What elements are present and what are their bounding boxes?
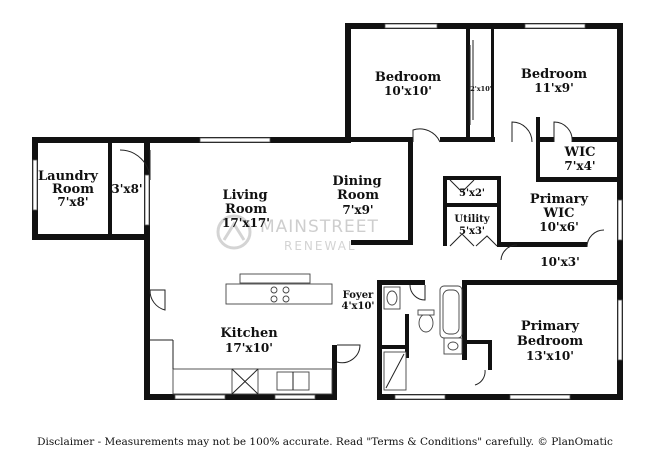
laundry-name-line1: Laundry xyxy=(38,169,98,184)
watermark: MAINSTREET RENEWAL xyxy=(216,214,379,253)
watermark-line2: RENEWAL xyxy=(284,239,357,253)
kitchen-bar xyxy=(239,273,311,284)
watermark-line1: MAINSTREET xyxy=(260,217,379,237)
primary-wic-name-line2: WIC xyxy=(542,206,574,221)
living-name-line2: Room xyxy=(225,202,267,217)
primary-bedroom-name-line2: Bedroom xyxy=(517,334,584,349)
room-labels: Bedroom 10'x10' 2'x10' Bedroom 11'x9' WI… xyxy=(38,67,596,363)
laundry-name-line2: Room xyxy=(52,182,94,197)
bedroom-2-name: Bedroom xyxy=(521,67,588,82)
kitchen-dim: 17'x10' xyxy=(225,341,273,355)
kitchen-name: Kitchen xyxy=(220,326,278,341)
primary-wic-dim: 10'x6' xyxy=(539,220,579,234)
fixtures xyxy=(150,273,463,395)
primary-bedroom-dim: 13'x10' xyxy=(526,349,574,363)
foyer-dim: 4'x10' xyxy=(342,301,375,312)
bedroom-1-name: Bedroom xyxy=(375,70,442,85)
closet-2x10-dim: 2'x10' xyxy=(470,85,491,93)
closet-doors xyxy=(469,40,474,125)
utility-name: Utility xyxy=(454,214,490,225)
dining-dim: 7'x9' xyxy=(342,203,373,217)
wic-dim: 7'x4' xyxy=(564,159,595,173)
hall-dim: 10'x3' xyxy=(540,255,580,269)
living-dim: 17'x17' xyxy=(222,216,270,230)
laundry-closet-dim: 3'x8' xyxy=(111,182,142,196)
dining-name-line1: Dining xyxy=(332,174,381,189)
hall-closet-dim: 5'x2' xyxy=(459,188,485,199)
wic-name: WIC xyxy=(563,145,595,160)
utility-dim: 5'x3' xyxy=(459,226,485,237)
dining-name-line2: Room xyxy=(337,188,379,203)
bedroom-2-dim: 11'x9' xyxy=(534,81,574,95)
bedroom-1-dim: 10'x10' xyxy=(384,84,432,98)
kitchen-counter xyxy=(225,283,333,305)
toilet xyxy=(418,313,434,333)
living-name-line1: Living xyxy=(222,188,267,203)
primary-bedroom-name-line1: Primary xyxy=(521,319,580,334)
primary-wic-name-line1: Primary xyxy=(530,192,589,207)
laundry-door-swing xyxy=(119,149,151,181)
doors xyxy=(119,121,605,386)
disclaimer-text: Disclaimer - Measurements may not be 100… xyxy=(37,436,613,448)
windows xyxy=(32,23,623,400)
laundry-dim: 7'x8' xyxy=(57,195,88,209)
foyer-name: Foyer xyxy=(343,290,374,301)
